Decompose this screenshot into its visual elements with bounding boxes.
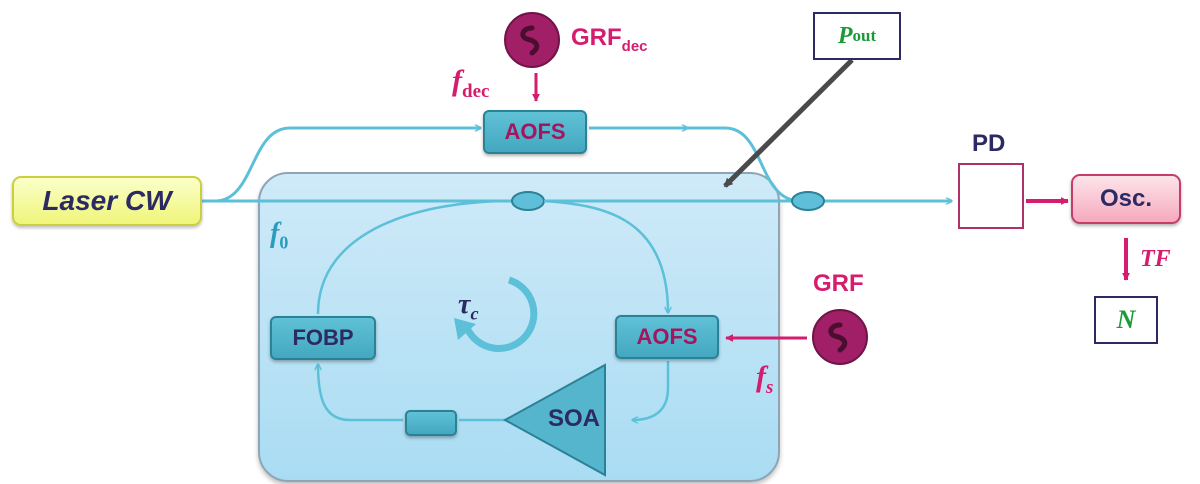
grf-dec-label: GRFdec <box>571 24 648 55</box>
grf-generator-icon <box>812 309 868 365</box>
aofs-top-label: AOFS <box>504 119 566 144</box>
aofs-cavity: AOFS <box>615 315 719 359</box>
f-dec-sub: dec <box>462 81 490 102</box>
laser-cw-source: Laser CW <box>12 176 202 226</box>
circulation-arrow-icon <box>463 276 538 352</box>
tau-main: τ <box>458 289 471 320</box>
osc-label: Osc. <box>1099 185 1153 212</box>
grf-label: GRF <box>813 270 864 297</box>
f-dec-main: f <box>452 64 462 97</box>
f-s-main: f <box>756 360 766 393</box>
grf-dec-sub: dec <box>621 37 648 55</box>
tf-label: TF <box>1140 246 1171 272</box>
fobp-filter: FOBP <box>270 316 376 360</box>
oscilloscope: Osc. <box>1071 174 1181 224</box>
photodiode-box <box>958 163 1024 229</box>
f0-label: f0 <box>270 218 288 254</box>
n-label: N <box>1116 305 1136 334</box>
f0-sub: 0 <box>279 232 289 253</box>
soa-label: SOA <box>548 405 601 432</box>
tau-c-label: τc <box>458 289 478 325</box>
fobp-label: FOBP <box>292 325 354 350</box>
laser-label: Laser CW <box>42 185 172 216</box>
aofs-cavity-label: AOFS <box>636 324 698 349</box>
cavity-coupler <box>511 191 545 211</box>
ring-fobp-to-coupler <box>316 199 511 315</box>
isolator <box>405 410 457 436</box>
soa-amplifier <box>502 363 606 477</box>
n-box: N <box>1094 296 1158 344</box>
p-out-main: P <box>837 22 853 49</box>
output-coupler <box>791 191 825 211</box>
aofs-decoder: AOFS <box>483 110 587 154</box>
ring-aofs-to-soa <box>632 361 670 420</box>
grf-dec-generator-icon <box>504 12 560 68</box>
f-s-label: fs <box>756 360 773 399</box>
ring-iso-to-fobp <box>318 364 403 422</box>
pd-label: PD <box>972 130 1006 157</box>
grf-dec-main: GRF <box>571 24 622 51</box>
upper-branch-fiber <box>214 128 481 203</box>
f-dec-label: fdec <box>452 64 489 103</box>
ring-to-aofs <box>543 199 668 313</box>
p-out-sub: out <box>852 26 877 45</box>
f-s-sub: s <box>766 377 774 398</box>
upper-branch-return <box>589 126 801 203</box>
tau-sub: c <box>470 303 479 324</box>
f0-main: f <box>270 218 280 249</box>
pout-pointer-arrow <box>723 58 854 188</box>
